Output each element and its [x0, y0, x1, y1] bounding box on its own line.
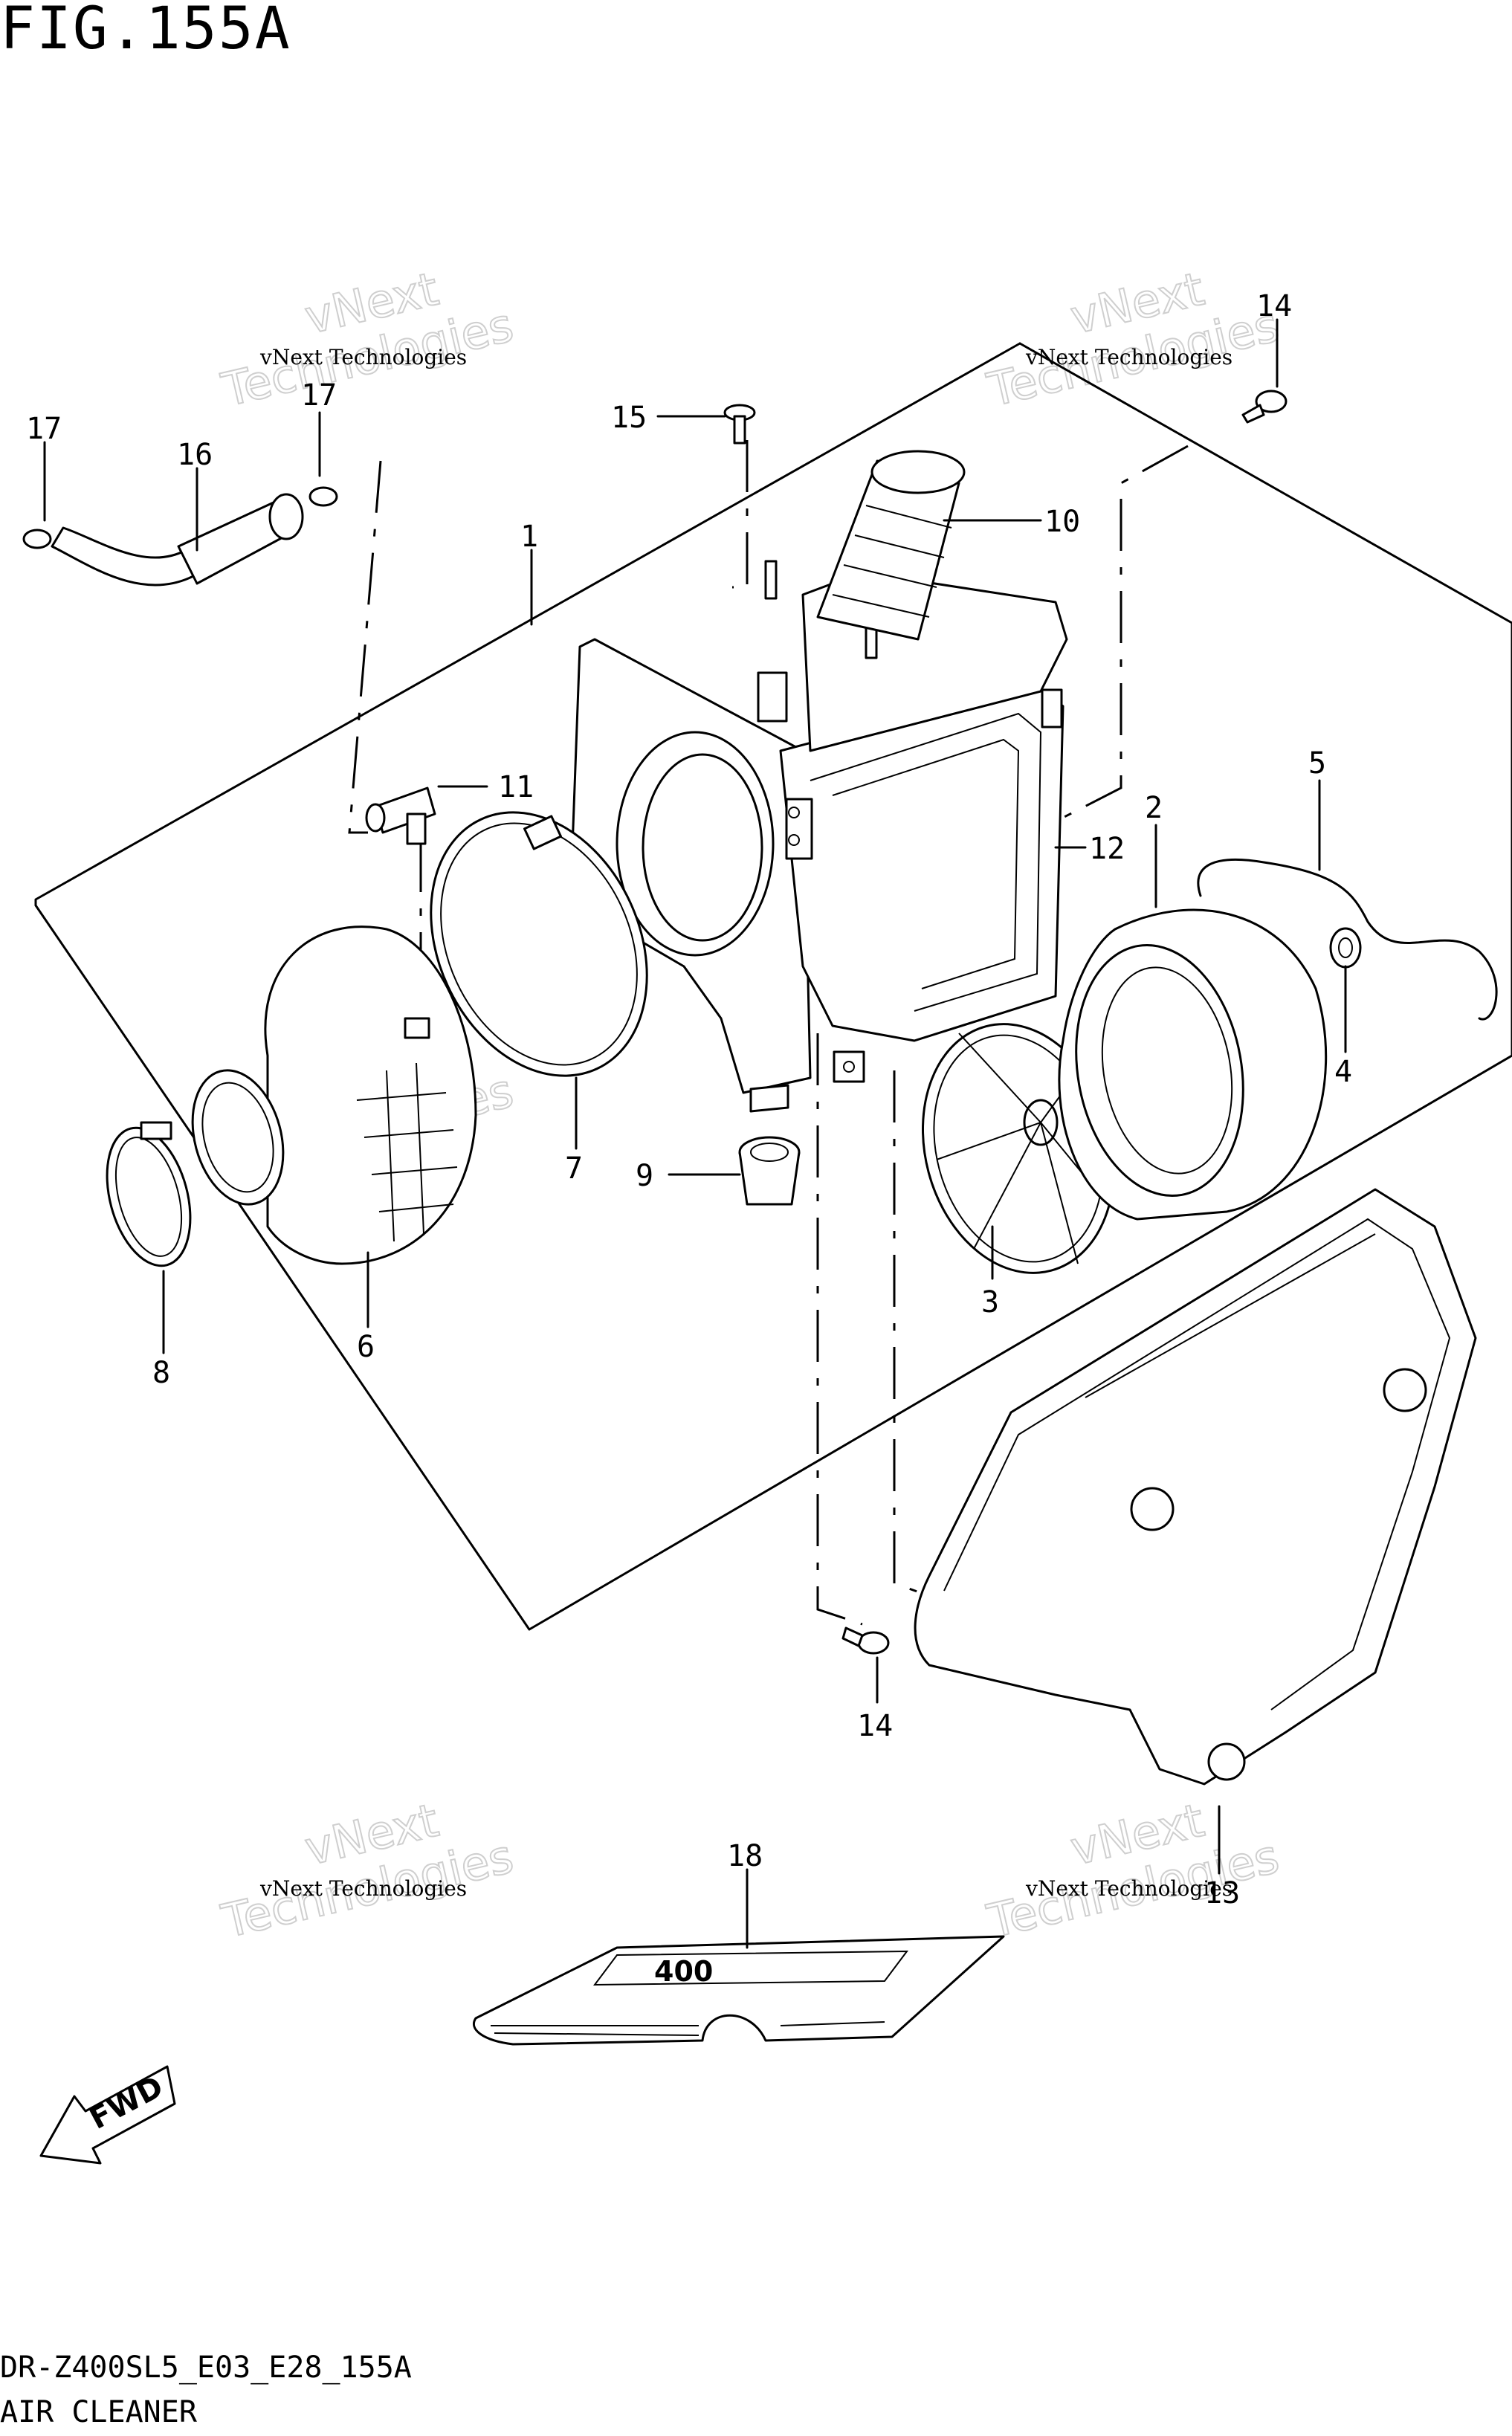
callout-10: 10	[1044, 505, 1080, 539]
assembly-boundary	[34, 342, 1512, 1631]
callout-7: 7	[565, 1151, 583, 1186]
watermark-6: vNext Technologies vNext Technologies	[982, 1792, 1285, 1950]
decal-text: 400	[654, 1955, 713, 1988]
callout-17-left: 17	[26, 412, 62, 446]
part-7-seal-ring	[430, 811, 648, 1077]
part-11-fitting	[365, 786, 436, 845]
callout-1: 1	[520, 520, 538, 554]
callout-5: 5	[1308, 746, 1326, 781]
watermark-company: vNext Technologies	[1025, 1876, 1232, 1901]
callout-3: 3	[981, 1285, 999, 1319]
part-4-grommet	[1329, 927, 1362, 969]
part-5-wire-retainer	[1197, 858, 1498, 1021]
callout-14-top: 14	[1256, 289, 1292, 323]
figure-title: FIG.155A	[0, 0, 291, 62]
callout-14-bottom: 14	[857, 1709, 893, 1743]
callout-8: 8	[152, 1356, 170, 1390]
part-16-hose	[22, 486, 338, 587]
part-15-screw	[723, 404, 756, 445]
watermark-2: vNext Technologies vNext Technologies	[982, 261, 1285, 419]
watermark-company: vNext Technologies	[1025, 345, 1232, 369]
watermark-5: vNext Technologies vNext Technologies	[216, 1792, 519, 1950]
callout-13: 13	[1204, 1876, 1240, 1910]
callout-18: 18	[727, 1839, 763, 1873]
part-9-drain-plug	[738, 1136, 801, 1206]
fwd-arrow: FWD	[39, 2065, 176, 2165]
callout-11: 11	[498, 770, 534, 804]
callout-2: 2	[1145, 791, 1163, 825]
callout-12: 12	[1089, 832, 1125, 866]
watermark-company: vNext Technologies	[259, 1876, 467, 1901]
callouts: 1 2 3 4 5 6 7 8 9 10 11 12 13 14 14 15 1…	[26, 289, 1352, 1949]
part-13-side-cover	[914, 1188, 1477, 1786]
callout-15: 15	[611, 401, 647, 435]
callout-16: 16	[177, 438, 213, 472]
part-14-screw-top	[1241, 390, 1288, 424]
callout-4: 4	[1334, 1055, 1352, 1089]
part-10-intake-boot	[816, 450, 966, 641]
callout-6: 6	[357, 1330, 375, 1364]
part-1-air-cleaner-box	[571, 560, 1068, 1113]
watermark-company: vNext Technologies	[259, 345, 467, 369]
part-8-clamp	[106, 1121, 192, 1267]
watermark-1: vNext Technologies vNext Technologies	[216, 261, 519, 419]
part-6-intake-duct	[191, 925, 477, 1265]
figure-code: DR-Z400SL5_E03_E28_155A	[0, 2351, 412, 2385]
part-2-filter-element	[1058, 908, 1328, 1221]
callout-17-right: 17	[301, 378, 337, 413]
part-14-screw-bottom	[841, 1626, 890, 1655]
part-18-decal: 400	[473, 1935, 1005, 2046]
figure-caption: AIR CLEANER	[0, 2395, 197, 2429]
callout-9: 9	[636, 1159, 653, 1193]
